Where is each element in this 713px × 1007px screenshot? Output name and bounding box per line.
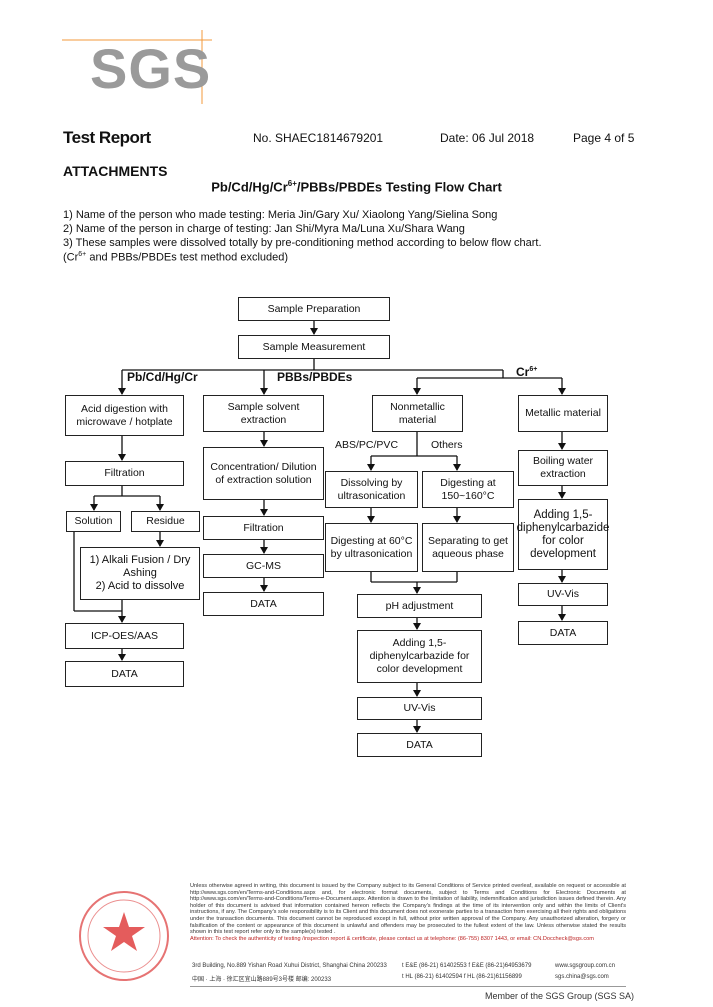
note-excluded: (Cr6+ and PBBs/PBDEs test method exclude…: [63, 251, 289, 264]
sgs-logo: SGS: [62, 30, 212, 104]
page-number: Page 4 of 5: [573, 131, 635, 145]
branch-label-pb: Pb/Cd/Hg/Cr: [127, 370, 198, 384]
solvent-extraction-box: Sample solvent extraction: [203, 395, 324, 432]
metal-data-box: DATA: [518, 621, 608, 645]
digesting-60-box: Digesting at 60°C by ultrasonication: [325, 523, 418, 572]
abs-pc-pvc-label: ABS/PC/PVC: [335, 439, 399, 451]
note-in-charge: 2) Name of the person in charge of testi…: [63, 223, 465, 235]
note-tester: 1) Name of the person who made testing: …: [63, 209, 498, 221]
sample-preparation-box: Sample Preparation: [238, 297, 390, 321]
metallic-box: Metallic material: [518, 395, 608, 432]
nonmetal-data-box: DATA: [357, 733, 482, 757]
logo-text: SGS: [90, 37, 212, 100]
digesting-150-box: Digesting at 150~160°C: [422, 471, 514, 508]
nonmetal-uvvis-box: UV-Vis: [357, 697, 482, 720]
branch-label-cr6: Cr6+: [516, 365, 538, 379]
report-number: No. SHAEC1814679201: [253, 131, 384, 145]
footer-disclaimer: Unless otherwise agreed in writing, this…: [190, 883, 626, 942]
website[interactable]: www.sgsgroup.com.cn: [555, 963, 616, 969]
member-note: Member of the SGS Group (SGS SA): [485, 991, 635, 1001]
metal-adding-box: Adding 1,5-diphenylcarbazide for color d…: [517, 499, 609, 570]
email[interactable]: sgs.china@sgs.com: [555, 974, 609, 980]
address-cn: 中国 · 上海 · 徐汇区宜山路889号3号楼 邮编: 200233: [192, 977, 332, 983]
solution-box: Solution: [66, 511, 121, 532]
nonmetal-adding-box: Adding 1,5-diphenylcarbazide for color d…: [357, 630, 482, 683]
icp-oes-box: ICP-OES/AAS: [65, 623, 184, 649]
branch-label-pbb: PBBs/PBDEs: [277, 370, 353, 384]
note-dissolve: 3) These samples were dissolved totally …: [63, 237, 542, 249]
pb-data-box: DATA: [65, 661, 184, 687]
others-label: Others: [431, 439, 463, 451]
address-en: 3rd Building, No.889 Yishan Road Xuhui D…: [192, 963, 387, 969]
gc-ms-box: GC-MS: [203, 554, 324, 578]
residue-box: Residue: [131, 511, 200, 532]
stamp-seal: [79, 891, 169, 981]
ph-adjustment-box: pH adjustment: [357, 594, 482, 618]
metal-uvvis-box: UV-Vis: [518, 583, 608, 606]
dissolving-box: Dissolving by ultrasonication: [325, 471, 418, 508]
pb-filtration-box: Filtration: [65, 461, 184, 486]
flow-chart-title: Pb/Cd/Hg/Cr6+/PBBs/PBDEs Testing Flow Ch…: [211, 179, 502, 195]
report-title: Test Report: [63, 128, 151, 147]
attachments-heading: ATTACHMENTS: [63, 163, 168, 179]
pbb-data-box: DATA: [203, 592, 324, 616]
boiling-water-box: Boiling water extraction: [518, 450, 608, 486]
sample-measurement-box: Sample Measurement: [238, 335, 390, 359]
logo-frame: [62, 30, 212, 104]
pbb-filtration-box: Filtration: [203, 516, 324, 540]
acid-digestion-box: Acid digestion with microwave / hotplate: [65, 395, 184, 436]
report-date: Date: 06 Jul 2018: [440, 131, 535, 145]
nonmetallic-box: Nonmetallic material: [372, 395, 463, 432]
phone-cn: t HL (86-21) 61402594 f HL (86-21)611568…: [402, 974, 522, 980]
phone-en: t E&E (86-21) 61402553 f E&E (86-21)6495…: [402, 963, 532, 969]
company-stamp: [66, 882, 196, 992]
separating-box: Separating to get aqueous phase: [422, 523, 514, 572]
footer-divider: [190, 986, 626, 987]
concentration-box: Concentration/ Dilution of extraction so…: [203, 447, 324, 500]
